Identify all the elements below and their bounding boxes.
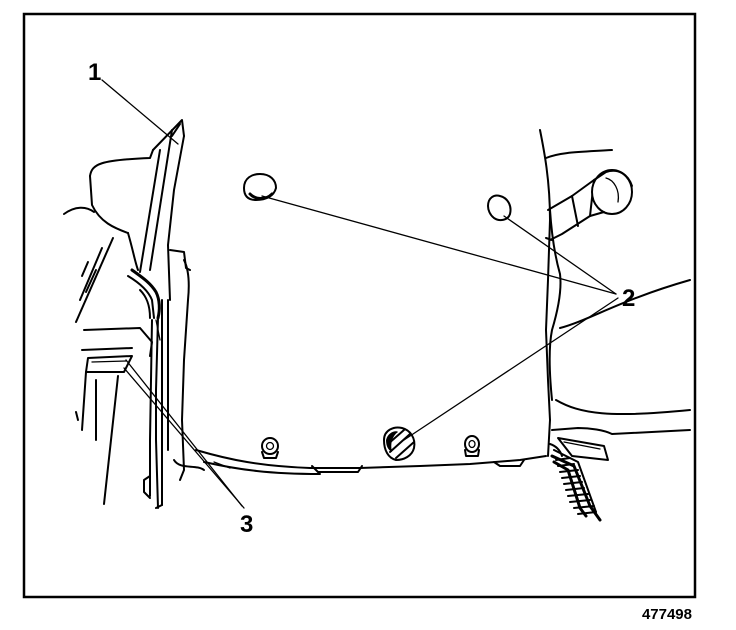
floor-stud-left [261, 437, 279, 459]
callout-3: 3 [240, 511, 253, 538]
ribbed-seal-strip [550, 449, 602, 522]
latch-bracket [549, 437, 609, 461]
plug-upper-left [243, 173, 277, 201]
figure-id: 477498 [642, 606, 692, 623]
callout-2: 2 [622, 285, 635, 312]
cylinder-post [547, 169, 633, 241]
left-body-structure [63, 149, 154, 505]
floor-stud-right [464, 435, 480, 457]
callout-1: 1 [88, 59, 101, 86]
figure-frame [22, 12, 697, 599]
plug-upper-right [487, 194, 512, 222]
floor-edge [195, 449, 547, 475]
weatherstrip-channel [127, 119, 191, 509]
plug-lower [383, 426, 416, 461]
leader-lines [101, 79, 619, 509]
opening-edge-left [173, 259, 205, 481]
